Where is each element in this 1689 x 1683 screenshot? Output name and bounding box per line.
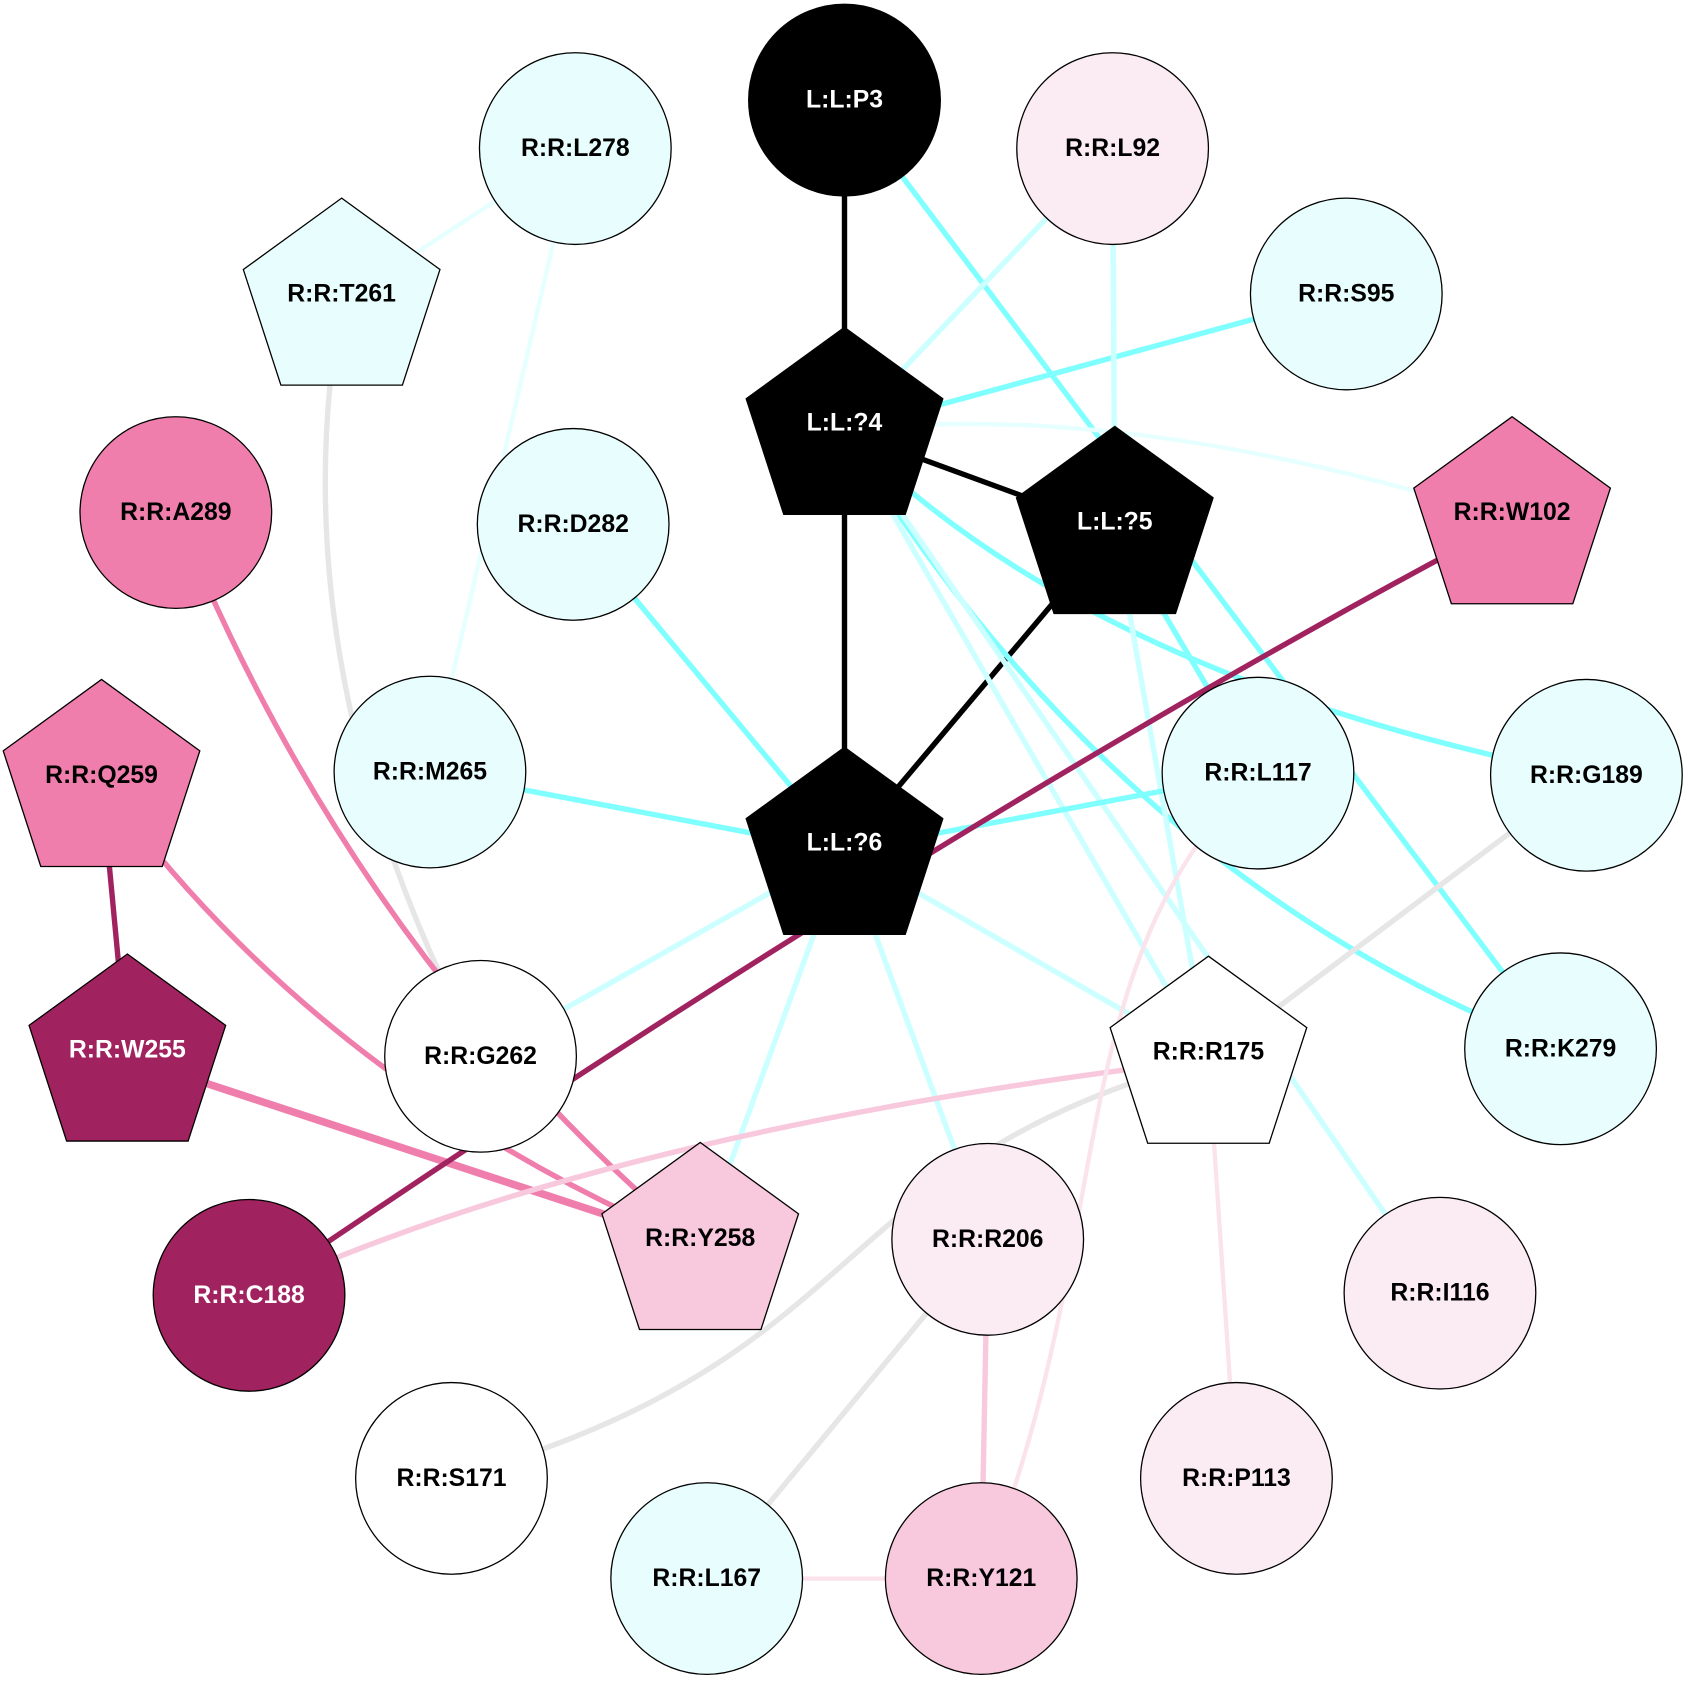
circle-node-shape: [478, 52, 672, 246]
circle-node-shape: [1161, 676, 1355, 870]
node-a289[interactable]: R:R:A289: [79, 416, 273, 610]
edge-r175-s171: [450, 1056, 1210, 1482]
circle-node-shape: [354, 1381, 548, 1575]
pentagon-node-shape: [601, 1141, 800, 1331]
circle-node-shape: [891, 1142, 1085, 1336]
node-g262[interactable]: R:R:G262: [384, 959, 578, 1153]
circle-node-shape: [1464, 952, 1658, 1146]
pentagon-node-shape: [745, 326, 944, 516]
node-y258[interactable]: R:R:Y258: [601, 1141, 800, 1331]
circle-node-shape: [610, 1482, 804, 1676]
node-label: R:R:K279: [1505, 1035, 1616, 1062]
node-label: R:R:S171: [396, 1465, 506, 1492]
node-label: R:R:L167: [652, 1565, 761, 1592]
node-label: R:R:R175: [1153, 1039, 1265, 1066]
node-label: R:R:C188: [193, 1282, 304, 1309]
node-c188[interactable]: R:R:C188: [152, 1198, 346, 1392]
node-label: R:R:R206: [932, 1226, 1043, 1253]
node-i116[interactable]: R:R:I116: [1343, 1196, 1537, 1390]
node-label: R:R:A289: [120, 499, 231, 526]
node-m265[interactable]: R:R:M265: [333, 675, 527, 869]
node-y121[interactable]: R:R:Y121: [884, 1482, 1078, 1676]
circle-node-shape: [384, 959, 578, 1153]
node-label: R:R:L117: [1204, 760, 1311, 787]
node-l117[interactable]: R:R:L117: [1161, 676, 1355, 870]
edge-l4-g189: [842, 428, 1587, 778]
node-p113[interactable]: R:R:P113: [1139, 1381, 1333, 1575]
node-p3[interactable]: L:L:P3: [748, 3, 941, 197]
node-w255[interactable]: R:R:W255: [28, 953, 227, 1142]
node-label: L:L:?4: [807, 410, 883, 437]
node-w102[interactable]: R:R:W102: [1413, 415, 1612, 605]
node-r175[interactable]: R:R:R175: [1109, 955, 1308, 1144]
node-l4[interactable]: L:L:?4: [745, 326, 944, 516]
node-l5[interactable]: L:L:?5: [1015, 425, 1214, 615]
circle-node-shape: [79, 416, 273, 610]
edge-q259-y258: [99, 781, 702, 1249]
pentagon-node-shape: [28, 953, 227, 1142]
pentagon-node-shape: [1015, 425, 1214, 615]
node-s171[interactable]: R:R:S171: [354, 1381, 548, 1575]
node-label: R:R:S95: [1298, 280, 1395, 307]
pentagon-node-shape: [745, 746, 944, 935]
node-k279[interactable]: R:R:K279: [1464, 952, 1658, 1146]
circle-node-shape: [1249, 197, 1443, 391]
nodes-layer: L:L:P3L:L:?4L:L:?5L:L:?6R:R:L92R:R:S95R:…: [2, 3, 1683, 1676]
pentagon-node-shape: [1109, 955, 1308, 1144]
node-l278[interactable]: R:R:L278: [478, 52, 672, 246]
node-label: R:R:G262: [424, 1043, 537, 1070]
node-label: R:R:G189: [1530, 762, 1643, 789]
node-label: R:R:P113: [1182, 1465, 1291, 1492]
node-g189[interactable]: R:R:G189: [1489, 678, 1683, 872]
edge-p3-k279: [842, 98, 1563, 1051]
node-l92[interactable]: R:R:L92: [1016, 52, 1210, 246]
node-label: R:R:L92: [1065, 135, 1160, 162]
circle-node-shape: [1139, 1381, 1333, 1575]
edge-t261-g262: [322, 301, 483, 1058]
node-label: R:R:L278: [521, 135, 630, 162]
circle-node-shape: [1343, 1196, 1537, 1390]
pentagon-node-shape: [2, 678, 201, 868]
circle-node-shape: [748, 3, 941, 197]
node-label: L:L:?6: [807, 830, 883, 857]
circle-node-shape: [884, 1482, 1078, 1676]
pentagon-node-shape: [242, 197, 441, 386]
node-l6[interactable]: L:L:?6: [745, 746, 944, 935]
circle-node-shape: [152, 1198, 346, 1392]
node-label: R:R:T261: [287, 280, 396, 307]
node-label: R:R:Y258: [645, 1225, 755, 1252]
node-label: R:R:W102: [1454, 499, 1571, 526]
node-label: R:R:Q259: [45, 762, 158, 789]
node-label: R:R:M265: [373, 759, 487, 786]
circle-node-shape: [1016, 52, 1210, 246]
edge-a289-y258: [173, 511, 702, 1248]
edge-l4-i116: [842, 429, 1443, 1295]
circle-node-shape: [333, 675, 527, 869]
node-label: L:L:?5: [1077, 509, 1153, 536]
edge-l117-y121: [979, 771, 1260, 1580]
circle-node-shape: [476, 427, 670, 621]
circle-node-shape: [1489, 678, 1683, 872]
node-label: R:R:Y121: [926, 1565, 1036, 1592]
node-label: R:R:D282: [517, 511, 628, 538]
node-l167[interactable]: R:R:L167: [610, 1482, 804, 1676]
node-label: R:R:I116: [1390, 1280, 1489, 1307]
pentagon-node-shape: [1413, 415, 1612, 605]
node-d282[interactable]: R:R:D282: [476, 427, 670, 621]
node-label: R:R:W255: [69, 1036, 186, 1063]
node-q259[interactable]: R:R:Q259: [2, 678, 201, 868]
node-r206[interactable]: R:R:R206: [891, 1142, 1085, 1336]
node-label: L:L:P3: [806, 87, 883, 114]
edge-l4-r175: [842, 429, 1211, 1061]
node-t261[interactable]: R:R:T261: [242, 197, 441, 386]
node-s95[interactable]: R:R:S95: [1249, 197, 1443, 391]
edge-r175-c188: [247, 1056, 1209, 1298]
